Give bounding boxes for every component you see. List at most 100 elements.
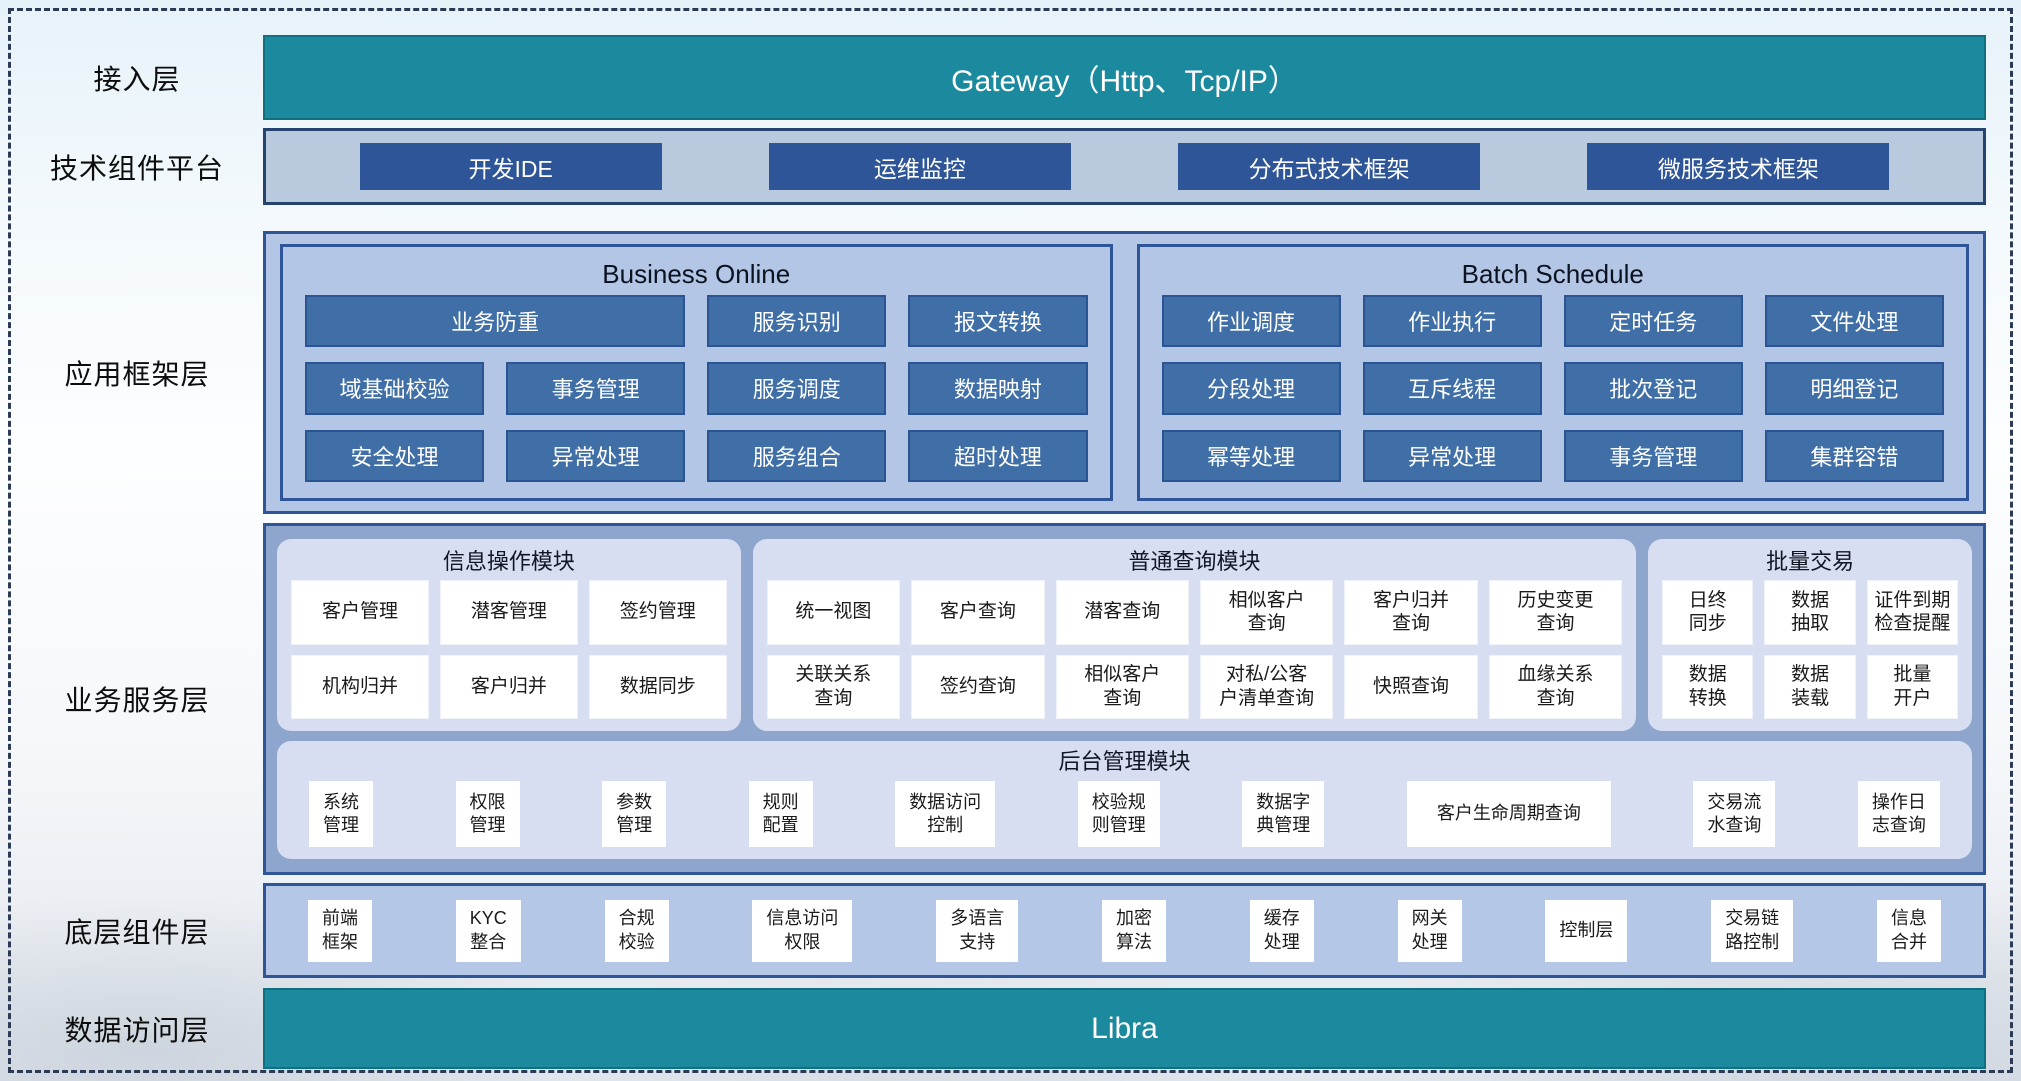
framework-item: 事务管理 <box>1563 429 1743 482</box>
admin-module-title: 后台管理模块 <box>1058 749 1191 774</box>
framework-item: 域基础校验 <box>305 362 485 415</box>
admin-item: 操作日 志查询 <box>1857 781 1940 847</box>
service-item: 快照查询 <box>1345 655 1477 718</box>
query-module-title: 普通查询模块 <box>1128 549 1261 574</box>
admin-item: 数据访问 控制 <box>895 781 996 847</box>
service-item: 潜客查询 <box>1056 581 1188 644</box>
app-framework-content: Business Online 业务防重服务识别报文转换域基础校验事务管理服务调… <box>263 231 1986 514</box>
service-item: 潜客管理 <box>440 581 577 644</box>
framework-item: 数据映射 <box>908 362 1088 415</box>
base-component-item: 控制层 <box>1545 899 1628 962</box>
base-component-item: 合规 校验 <box>604 899 669 962</box>
batch-schedule-panel: Batch Schedule 作业调度作业执行定时任务文件处理分段处理互斥线程批… <box>1136 244 1969 501</box>
service-item: 日终 同步 <box>1663 581 1753 644</box>
service-item: 数据 抽取 <box>1765 581 1855 644</box>
business-service-label: 业务服务层 <box>64 685 210 716</box>
admin-item: 系统 管理 <box>309 781 373 847</box>
service-item: 签约管理 <box>589 581 726 644</box>
service-item: 统一视图 <box>767 581 900 644</box>
framework-item: 事务管理 <box>506 362 686 415</box>
service-item: 血缘关系 查询 <box>1489 655 1622 718</box>
base-component-item: 前端 框架 <box>308 899 372 962</box>
batch-schedule-grid: 作业调度作业执行定时任务文件处理分段处理互斥线程批次登记明细登记幂等处理异常处理… <box>1161 295 1944 482</box>
service-item: 相似客户 查询 <box>1056 655 1188 718</box>
service-item: 客户归并 <box>440 655 577 718</box>
admin-item: 权限 管理 <box>455 781 520 847</box>
base-component-item: 网关 处理 <box>1397 899 1462 962</box>
service-item: 客户管理 <box>292 581 428 644</box>
admin-module-items: 系统 管理 权限 管理 参数 管理 规则 配置 数据访问 控制 校验规 则管理 数据字 典管… <box>309 781 1940 847</box>
framework-item: 定时任务 <box>1563 295 1743 348</box>
service-item: 数据同步 <box>589 655 726 718</box>
access-layer-label: 接入层 <box>93 63 181 95</box>
service-item: 关联关系 查询 <box>767 655 900 718</box>
tech-platform-content: 开发IDE 运维监控 分布式技术框架 微服务技术框架 <box>263 128 1986 205</box>
batch-trade-title: 批量交易 <box>1766 549 1855 574</box>
app-framework-label: 应用框架层 <box>64 358 210 390</box>
query-module: 普通查询模块 统一视图客户查询潜客查询相似客户 查询 客户归并 查询历史变更 查询… <box>752 539 1637 731</box>
tech-component-item: 运维监控 <box>768 143 1071 190</box>
data-access-content: Libra <box>263 988 1986 1069</box>
framework-item: 作业调度 <box>1161 295 1341 348</box>
admin-item: 校验规 则管理 <box>1077 781 1160 847</box>
business-service-container: 信息操作模块 客户管理潜客管理签约管理机构归并客户归并数据同步 普通查询模块 统… <box>263 523 1986 875</box>
framework-item: 服务调度 <box>707 362 887 415</box>
service-item: 签约查询 <box>912 655 1044 718</box>
tech-platform-container: 开发IDE 运维监控 分布式技术框架 微服务技术框架 <box>263 128 1986 205</box>
business-online-panel: Business Online 业务防重服务识别报文转换域基础校验事务管理服务调… <box>280 244 1113 501</box>
batch-trade-grid: 日终 同步数据 抽取证件到期 检查提醒数据 转换数据 装载批量 开户 <box>1663 581 1957 718</box>
business-service-modules: 信息操作模块 客户管理潜客管理签约管理机构归并客户归并数据同步 普通查询模块 统… <box>277 539 1972 731</box>
service-item: 数据 装载 <box>1765 655 1855 718</box>
framework-item: 作业执行 <box>1362 295 1542 348</box>
service-item: 客户查询 <box>912 581 1044 644</box>
batch-schedule-title: Batch Schedule <box>1461 259 1644 289</box>
tech-component-item: 开发IDE <box>359 143 662 190</box>
base-component-item: 缓存 处理 <box>1249 899 1314 962</box>
admin-item: 数据字 典管理 <box>1242 781 1325 847</box>
framework-item: 安全处理 <box>305 429 485 482</box>
service-item: 对私/公客 户清单查询 <box>1200 655 1333 718</box>
business-service-content: 信息操作模块 客户管理潜客管理签约管理机构归并客户归并数据同步 普通查询模块 统… <box>263 523 1986 875</box>
framework-item: 互斥线程 <box>1362 362 1542 415</box>
service-item: 客户归并 查询 <box>1345 581 1477 644</box>
base-components-label: 底层组件层 <box>64 916 210 948</box>
info-operation-title: 信息操作模块 <box>442 549 575 574</box>
query-module-grid: 统一视图客户查询潜客查询相似客户 查询 客户归并 查询历史变更 查询关联关系 查询… <box>767 581 1622 718</box>
admin-item: 参数 管理 <box>602 781 667 847</box>
app-framework-container: Business Online 业务防重服务识别报文转换域基础校验事务管理服务调… <box>263 231 1986 514</box>
framework-item: 明细登记 <box>1764 362 1944 415</box>
batch-trade-module: 批量交易 日终 同步数据 抽取证件到期 检查提醒数据 转换数据 装载批量 开户 <box>1648 539 1972 731</box>
framework-item: 服务识别 <box>707 295 887 348</box>
framework-item: 集群容错 <box>1764 429 1944 482</box>
base-component-item: 信息访问 权限 <box>752 899 853 962</box>
info-operation-module: 信息操作模块 客户管理潜客管理签约管理机构归并客户归并数据同步 <box>277 539 741 731</box>
admin-item: 规则 配置 <box>748 781 813 847</box>
base-component-item: 交易链 路控制 <box>1711 899 1794 962</box>
base-component-item: 信息 合并 <box>1876 899 1941 962</box>
business-online-grid: 业务防重服务识别报文转换域基础校验事务管理服务调度数据映射安全处理异常处理服务组… <box>305 295 1088 482</box>
framework-item: 超时处理 <box>908 429 1088 482</box>
libra-bar: Libra <box>263 988 1986 1069</box>
tech-component-item: 分布式技术框架 <box>1178 143 1481 190</box>
framework-item: 业务防重 <box>305 295 686 348</box>
row-business-service: 业务服务层 信息操作模块 客户管理潜客管理签约管理机构归并客户归并数据同步 普通… <box>11 523 2010 875</box>
service-item: 历史变更 查询 <box>1489 581 1622 644</box>
gateway-bar: Gateway（Http、Tcp/IP） <box>263 35 1986 120</box>
service-item: 批量 开户 <box>1867 655 1957 718</box>
base-component-item: 多语言 支持 <box>936 899 1019 962</box>
framework-item: 报文转换 <box>908 295 1088 348</box>
base-component-item: 加密 算法 <box>1102 899 1166 962</box>
service-item: 机构归并 <box>292 655 428 718</box>
tech-component-item: 微服务技术框架 <box>1587 143 1890 190</box>
framework-item: 批次登记 <box>1563 362 1743 415</box>
framework-item: 幂等处理 <box>1161 429 1341 482</box>
admin-module: 后台管理模块 系统 管理 权限 管理 参数 管理 规则 配置 数据访问 控制 校验规 则管… <box>277 741 1972 859</box>
service-item: 数据 转换 <box>1663 655 1753 718</box>
access-layer-content: Gateway（Http、Tcp/IP） <box>263 35 1986 120</box>
framework-item: 文件处理 <box>1764 295 1944 348</box>
